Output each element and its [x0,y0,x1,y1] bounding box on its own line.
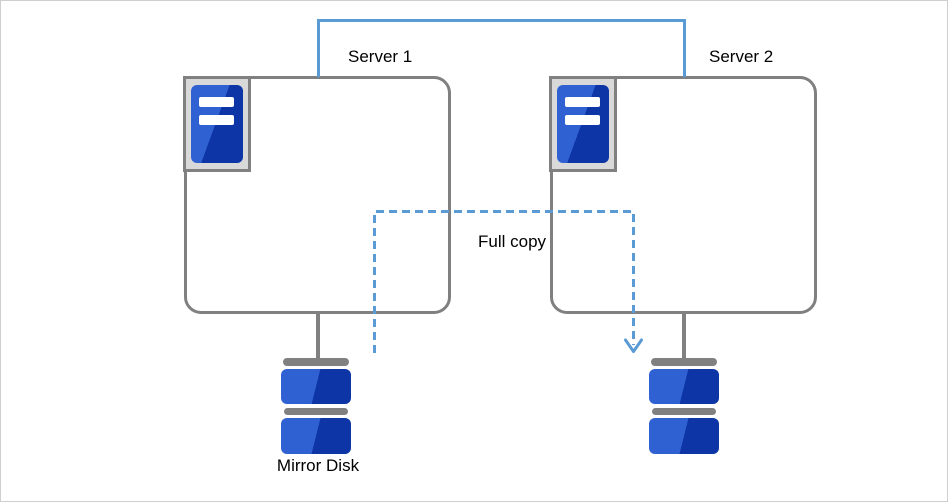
server2-tower-icon [549,76,617,172]
disk-cap [283,358,349,366]
disk-platter [649,369,719,404]
disk-cap [651,358,717,366]
full-copy-label: Full copy [478,232,547,251]
server-icon-slot [565,115,600,125]
mirror-disk-label: Mirror Disk [276,456,360,475]
full-copy-arrowhead-icon [624,338,643,353]
server-icon-body [191,85,243,163]
disk-platter [281,418,351,454]
server1-tower-icon [183,76,251,172]
server1-disk-stack-icon [281,358,351,454]
server2-disk-stack-icon [649,358,719,454]
server-icon-slot [565,97,600,107]
server-icon-body [557,85,609,163]
server1-label: Server 1 [348,47,413,66]
server-icon-slot [199,97,234,107]
disk-divider [652,408,716,415]
disk-platter [649,418,719,454]
server-icon-slot [199,115,234,125]
disk-divider [284,408,348,415]
disk-platter [281,369,351,404]
server2-label: Server 2 [709,47,774,66]
